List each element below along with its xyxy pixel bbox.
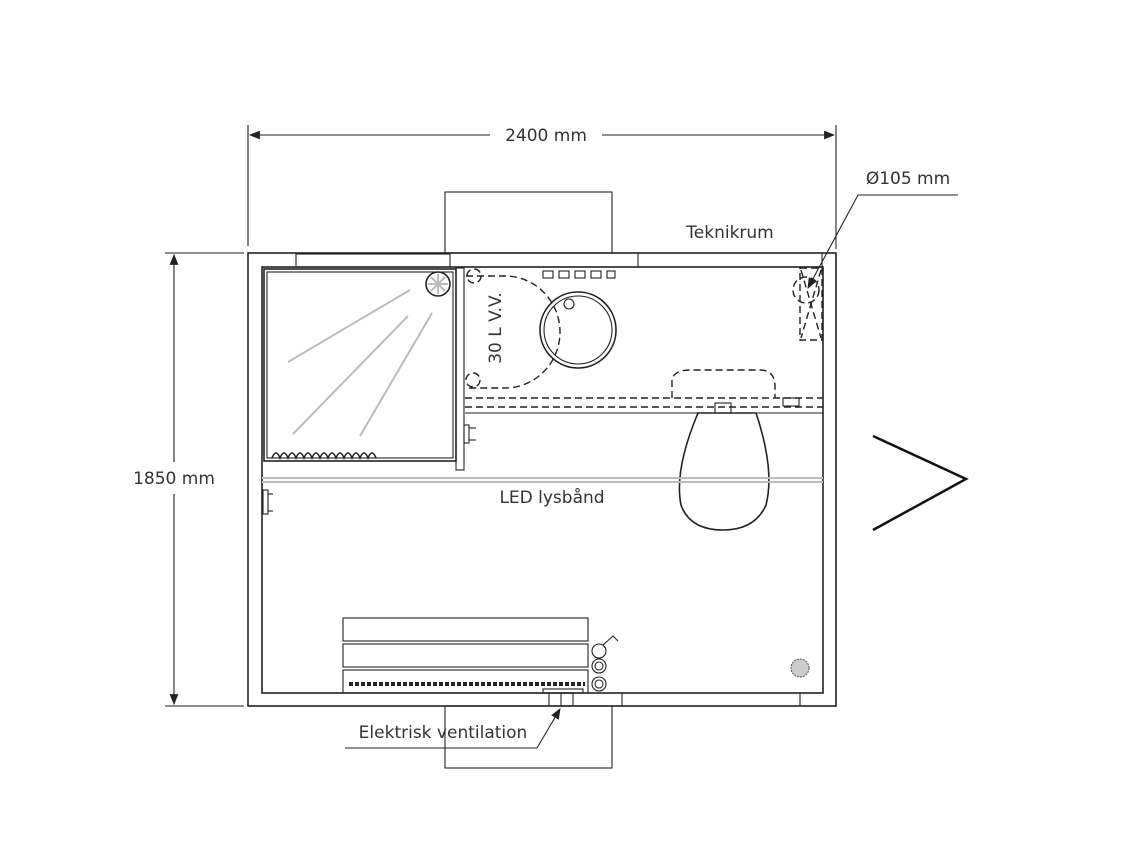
height-label: 1850 mm	[133, 469, 215, 489]
counter	[465, 397, 823, 414]
width-label: 2400 mm	[505, 126, 587, 146]
vent-diameter-callout: Ø105 mm	[807, 169, 958, 289]
shower	[263, 267, 476, 471]
walls	[247, 191, 837, 769]
toilet	[671, 369, 800, 531]
floor-drain-icon	[790, 658, 810, 678]
vent-diameter-label: Ø105 mm	[866, 169, 950, 189]
vent-duct	[792, 267, 823, 341]
bench	[342, 617, 589, 694]
led-strip-label: LED lysbånd	[499, 487, 604, 508]
top-door-frame	[444, 191, 613, 254]
led-strip: LED lysbånd	[262, 477, 823, 508]
direction-arrow-icon	[872, 434, 969, 532]
height-dimension: 1850 mm	[133, 252, 244, 707]
sink	[539, 270, 617, 369]
width-dimension: 2400 mm	[247, 125, 837, 249]
wall-hook	[262, 489, 273, 515]
shower-head-icon	[425, 271, 451, 297]
electric-ventilation: Elektrisk ventilation	[345, 692, 574, 749]
water-heater: 30 L V.V.	[465, 268, 561, 389]
switches	[591, 635, 619, 692]
technical-room-label: Teknikrum	[685, 223, 773, 243]
water-heater-label: 30 L V.V.	[486, 292, 506, 364]
bottom-door-frame	[444, 705, 613, 769]
electric-ventilation-label: Elektrisk ventilation	[359, 723, 528, 743]
window	[295, 253, 451, 268]
